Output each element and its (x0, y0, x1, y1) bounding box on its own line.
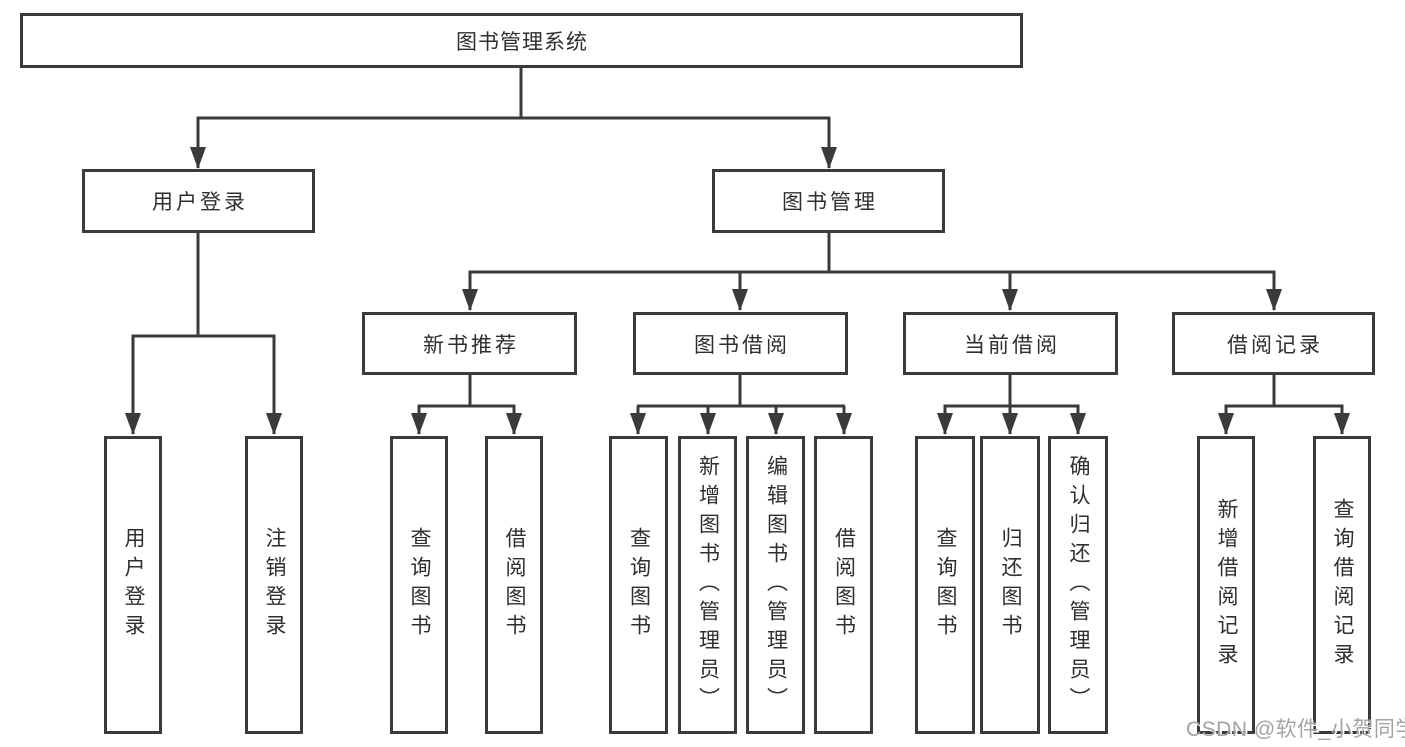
node-book-management: 图书管理 (712, 169, 945, 233)
node-book-borrow-label: 图书借阅 (694, 333, 790, 357)
leaf-user-login-label: 用户登录 (122, 527, 146, 643)
csdn-watermark: CSDN @软件_小贺同学 (1186, 718, 1405, 741)
leaf-edit-books-admin-label: 编辑图书（管理员） (764, 454, 788, 716)
node-user-login-label: 用户登录 (152, 191, 248, 214)
leaf-rec-query-books: 查询图书 (390, 436, 448, 734)
leaf-add-books-admin-label: 新增图书（管理员） (696, 454, 720, 716)
node-current-borrow: 当前借阅 (903, 312, 1118, 375)
leaf-return-books: 归还图书 (980, 436, 1040, 734)
node-borrow-records-label: 借阅记录 (1227, 333, 1323, 357)
connectors-borrow-records (1218, 373, 1350, 435)
leaf-current-query-books: 查询图书 (915, 436, 975, 734)
connectors-book-borrow (630, 373, 852, 435)
leaf-add-borrow-record-label: 新增借阅记录 (1215, 498, 1239, 672)
node-root-label: 图书管理系统 (456, 30, 588, 54)
leaf-query-borrow-record-label: 查询借阅记录 (1331, 498, 1355, 672)
leaf-return-books-label: 归还图书 (999, 527, 1023, 643)
leaf-rec-borrow-books: 借阅图书 (485, 436, 543, 734)
leaf-logout-label: 注销登录 (263, 527, 287, 643)
leaf-rec-query-books-label: 查询图书 (408, 527, 432, 643)
leaf-add-books-admin: 新增图书（管理员） (678, 436, 737, 734)
leaf-edit-books-admin: 编辑图书（管理员） (746, 436, 805, 734)
connectors-user-login (125, 231, 282, 435)
leaf-borrow-query-books: 查询图书 (609, 436, 668, 734)
leaf-add-borrow-record: 新增借阅记录 (1197, 436, 1255, 734)
leaf-borrow-query-books-label: 查询图书 (627, 527, 651, 643)
leaf-rec-borrow-books-label: 借阅图书 (503, 527, 527, 643)
leaf-current-query-books-label: 查询图书 (934, 527, 958, 643)
connectors-book-management (462, 231, 1282, 311)
leaf-confirm-return-admin: 确认归还（管理员） (1048, 436, 1108, 734)
leaf-query-borrow-record: 查询借阅记录 (1313, 436, 1371, 734)
node-root: 图书管理系统 (20, 13, 1023, 68)
leaf-confirm-return-admin-label: 确认归还（管理员） (1067, 454, 1091, 716)
connectors-current-borrow (937, 373, 1086, 435)
connectors-new-book-recommend (411, 373, 522, 435)
connectors-root (190, 66, 837, 169)
node-new-book-recommend: 新书推荐 (362, 312, 577, 375)
node-current-borrow-label: 当前借阅 (964, 333, 1060, 357)
node-new-book-recommend-label: 新书推荐 (423, 333, 519, 357)
node-book-management-label: 图书管理 (782, 191, 878, 214)
leaf-borrow-books-label: 借阅图书 (832, 527, 856, 643)
node-book-borrow: 图书借阅 (633, 312, 848, 375)
leaf-user-login: 用户登录 (104, 436, 162, 734)
leaf-logout: 注销登录 (245, 436, 303, 734)
leaf-borrow-books: 借阅图书 (814, 436, 873, 734)
node-user-login: 用户登录 (82, 169, 315, 233)
node-borrow-records: 借阅记录 (1172, 312, 1375, 375)
